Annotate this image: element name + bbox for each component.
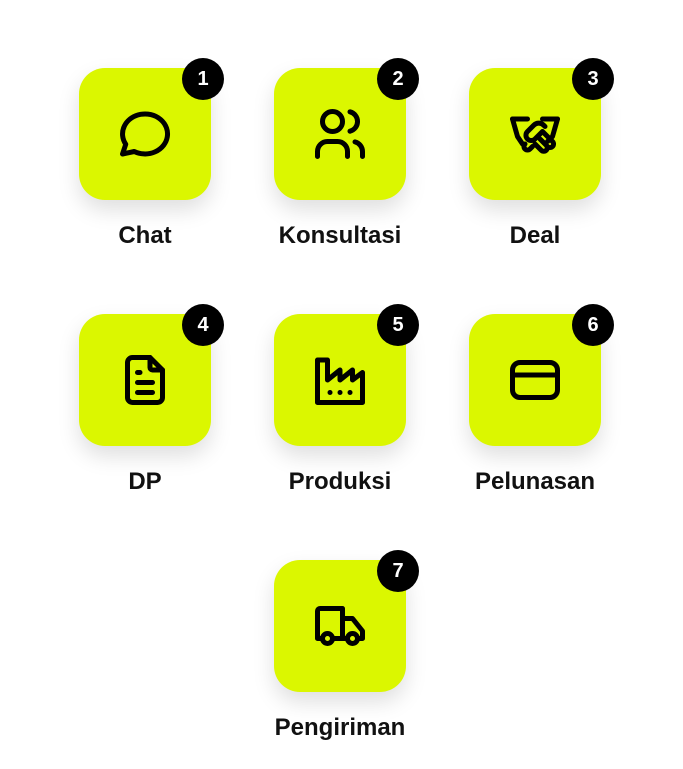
step-label: DP: [128, 468, 162, 495]
step-number-badge: 3: [572, 58, 614, 100]
dp-tile[interactable]: [79, 314, 211, 446]
step-label: Konsultasi: [278, 222, 402, 249]
step-number-badge: 4: [182, 304, 224, 346]
step-number-badge: 7: [377, 550, 419, 592]
step-label: Deal: [509, 222, 561, 249]
step-label: Pengiriman: [274, 714, 406, 741]
chat-bubble-icon: [115, 104, 175, 164]
credit-card-icon: [505, 350, 565, 410]
step-label: Produksi: [288, 468, 392, 495]
step-label: Chat: [118, 222, 172, 249]
factory-icon: [310, 350, 370, 410]
truck-icon: [310, 596, 370, 656]
step-label: Pelunasan: [474, 468, 596, 495]
handshake-icon: [505, 104, 565, 164]
step-number-badge: 6: [572, 304, 614, 346]
document-icon: [115, 350, 175, 410]
step-number-badge: 1: [182, 58, 224, 100]
users-icon: [310, 104, 370, 164]
step-number-badge: 2: [377, 58, 419, 100]
step-number-badge: 5: [377, 304, 419, 346]
